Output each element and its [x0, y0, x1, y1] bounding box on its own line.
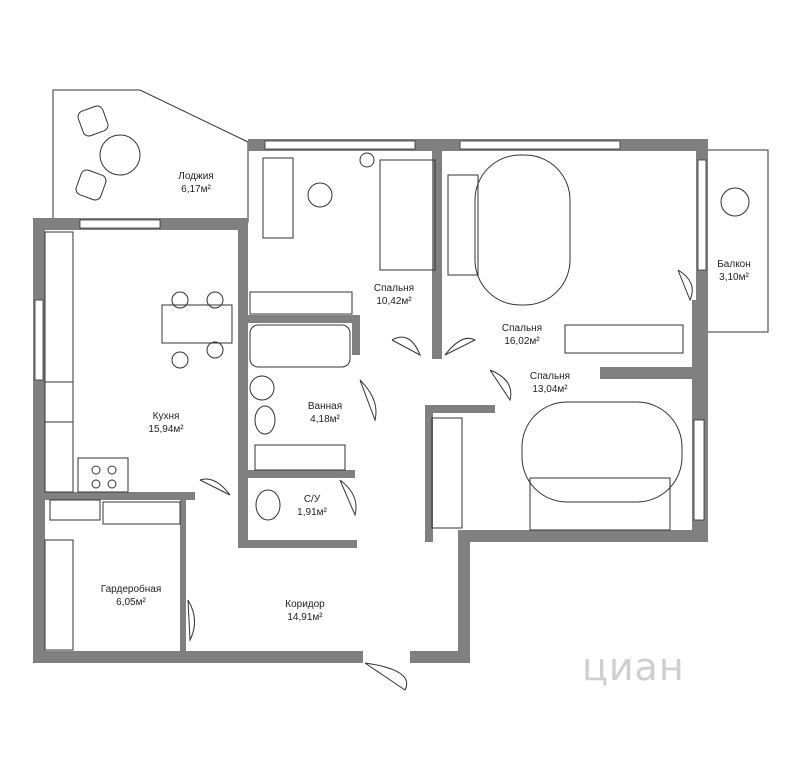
- room-name: С/У: [303, 494, 321, 505]
- room-area: 16,02м²: [504, 336, 540, 347]
- room-corridor: Коридор 14,91м²: [285, 598, 325, 624]
- room-area: 6,05м²: [116, 597, 146, 608]
- furniture: [44, 105, 750, 651]
- room-kitchen: Кухня 15,94м²: [148, 410, 183, 436]
- balcony-outline: [699, 149, 769, 333]
- room-name: Спальня: [529, 371, 571, 382]
- room-name: Кухня: [152, 411, 180, 422]
- room-bedroom-big: Спальня 16,02м²: [502, 322, 542, 348]
- room-area: 4,18м²: [310, 414, 340, 425]
- room-bathroom: Ванная 4,18м²: [308, 400, 342, 426]
- room-area: 6,17м²: [181, 184, 211, 195]
- room-loggia: Лоджия 6,17м²: [178, 170, 213, 196]
- room-area: 15,94м²: [148, 424, 184, 435]
- room-name: Лоджия: [178, 171, 214, 182]
- room-area: 10,42м²: [376, 296, 412, 307]
- room-bedroom-right: Спальня 13,04м²: [530, 370, 570, 396]
- room-area: 13,04м²: [532, 384, 568, 395]
- doors: [187, 269, 693, 691]
- room-name: Ванная: [307, 401, 343, 412]
- room-area: 14,91м²: [287, 612, 323, 623]
- room-area: 1,91м²: [297, 507, 327, 518]
- room-name: Спальня: [501, 323, 543, 334]
- room-wc: С/У 1,91м²: [297, 493, 327, 519]
- watermark: циан: [582, 645, 685, 689]
- room-bedroom-small: Спальня 10,42м²: [374, 282, 414, 308]
- loggia-outline: [52, 89, 249, 223]
- room-name: Коридор: [285, 599, 325, 610]
- room-area: 3,10м²: [719, 272, 749, 283]
- room-name: Балкон: [717, 259, 751, 270]
- room-name: Спальня: [373, 283, 415, 294]
- room-name: Гардеробная: [100, 584, 162, 595]
- room-balcony: Балкон 3,10м²: [717, 258, 751, 284]
- room-wardrobe: Гардеробная 6,05м²: [101, 583, 162, 609]
- windows: [34, 140, 707, 521]
